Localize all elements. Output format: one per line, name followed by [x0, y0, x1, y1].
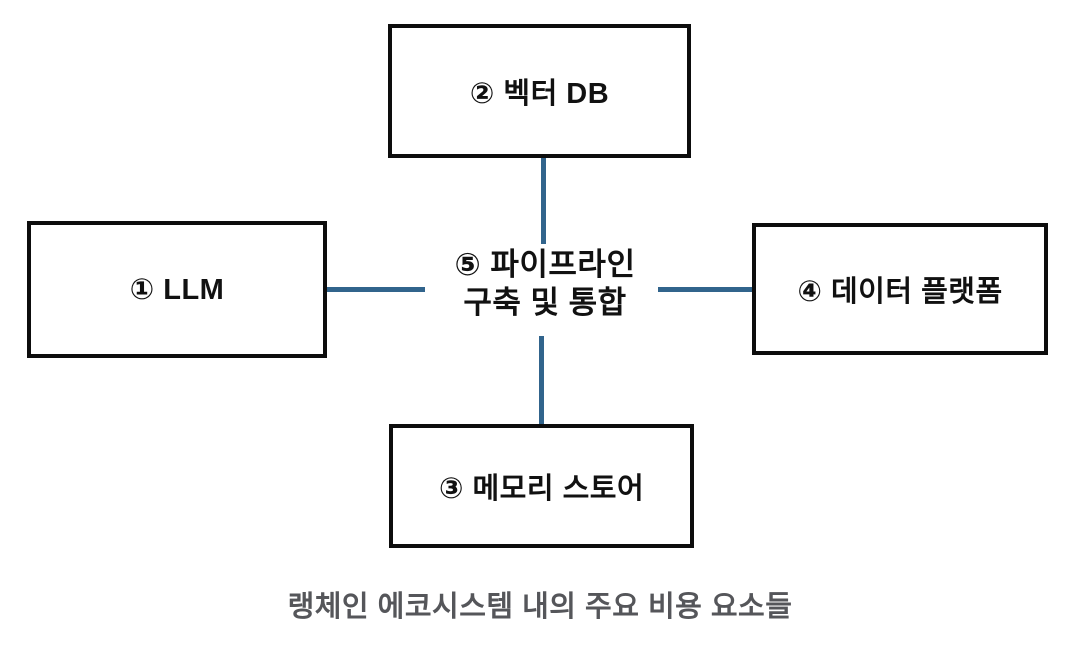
node-pipeline: ⑤ 파이프라인 구축 및 통합	[375, 246, 715, 322]
node-memory-store: ③ 메모리 스토어	[389, 424, 694, 548]
connector-pipeline-to-vector-db	[541, 158, 546, 244]
connector-pipeline-to-memory-store	[539, 336, 544, 424]
node-llm-label: ① LLM	[129, 274, 225, 306]
node-memory-store-label: ③ 메모리 스토어	[438, 473, 645, 505]
node-vector-db-label: ② 벡터 DB	[469, 78, 610, 110]
node-pipeline-label-line2: 구축 및 통합	[463, 285, 627, 320]
connector-pipeline-to-data-platform	[658, 287, 752, 292]
node-pipeline-label-line1: ⑤ 파이프라인	[454, 247, 636, 282]
node-vector-db: ② 벡터 DB	[388, 24, 691, 158]
node-data-platform: ④ 데이터 플랫폼	[752, 223, 1048, 355]
node-llm: ① LLM	[27, 221, 327, 358]
diagram-caption: 랭체인 에코시스템 내의 주요 비용 요소들	[287, 591, 793, 623]
connector-pipeline-to-llm	[327, 287, 425, 292]
node-data-platform-label: ④ 데이터 플랫폼	[797, 276, 1003, 308]
